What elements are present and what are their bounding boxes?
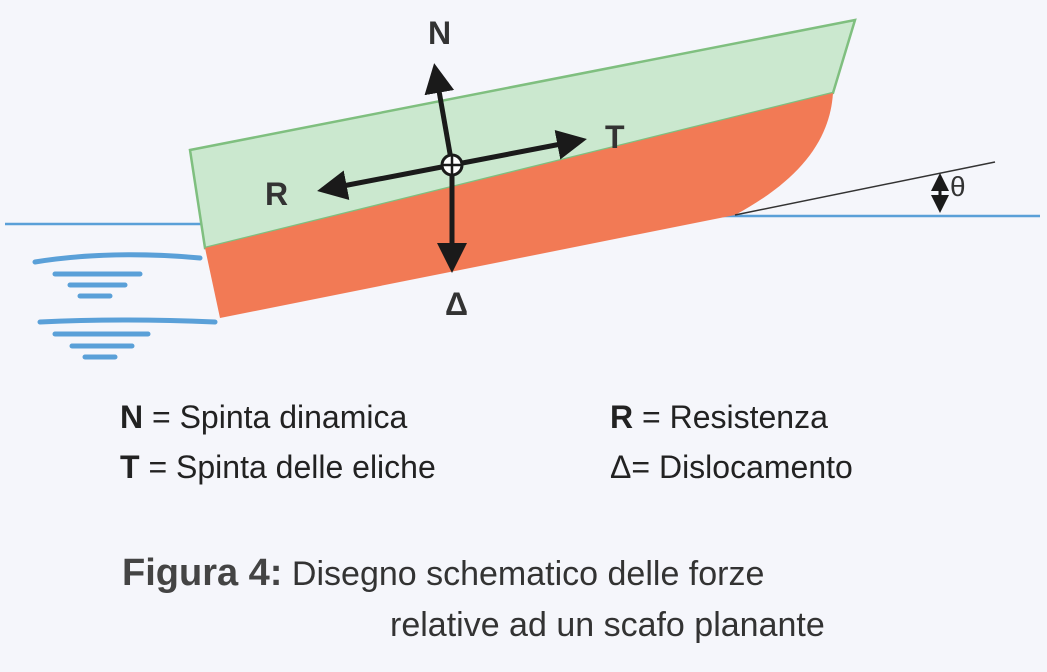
label-n: N bbox=[428, 15, 451, 51]
waves-icon bbox=[32, 252, 218, 360]
hull-lower bbox=[205, 93, 833, 318]
caption-line1: Disegno schematico delle forze bbox=[291, 555, 765, 593]
arrow-r bbox=[317, 162, 453, 201]
force-arrows bbox=[317, 63, 587, 273]
legend-item-n: N = Spinta dinamica bbox=[120, 399, 408, 435]
trim-angle-label: θ bbox=[950, 171, 966, 202]
legend-item-t: T = Spinta delle eliche bbox=[120, 449, 436, 485]
arrow-t bbox=[451, 129, 587, 168]
label-r: R bbox=[265, 176, 288, 212]
legend-item-delta: Δ= Dislocamento bbox=[610, 449, 853, 485]
arrow-n bbox=[424, 63, 455, 166]
caption-title: Figura 4: bbox=[122, 552, 283, 594]
label-t: T bbox=[605, 119, 625, 155]
legend-left: N = Spinta dinamica T = Spinta delle eli… bbox=[120, 392, 436, 492]
legend-right: R = Resistenza Δ= Dislocamento bbox=[610, 392, 853, 492]
planing-hull-diagram: θ N T R Δ bbox=[5, 15, 1040, 360]
caption-line2: relative ad un scafo planante bbox=[390, 606, 825, 644]
trim-reference-line bbox=[734, 161, 996, 216]
label-delta: Δ bbox=[445, 286, 468, 322]
legend-item-r: R = Resistenza bbox=[610, 399, 828, 435]
